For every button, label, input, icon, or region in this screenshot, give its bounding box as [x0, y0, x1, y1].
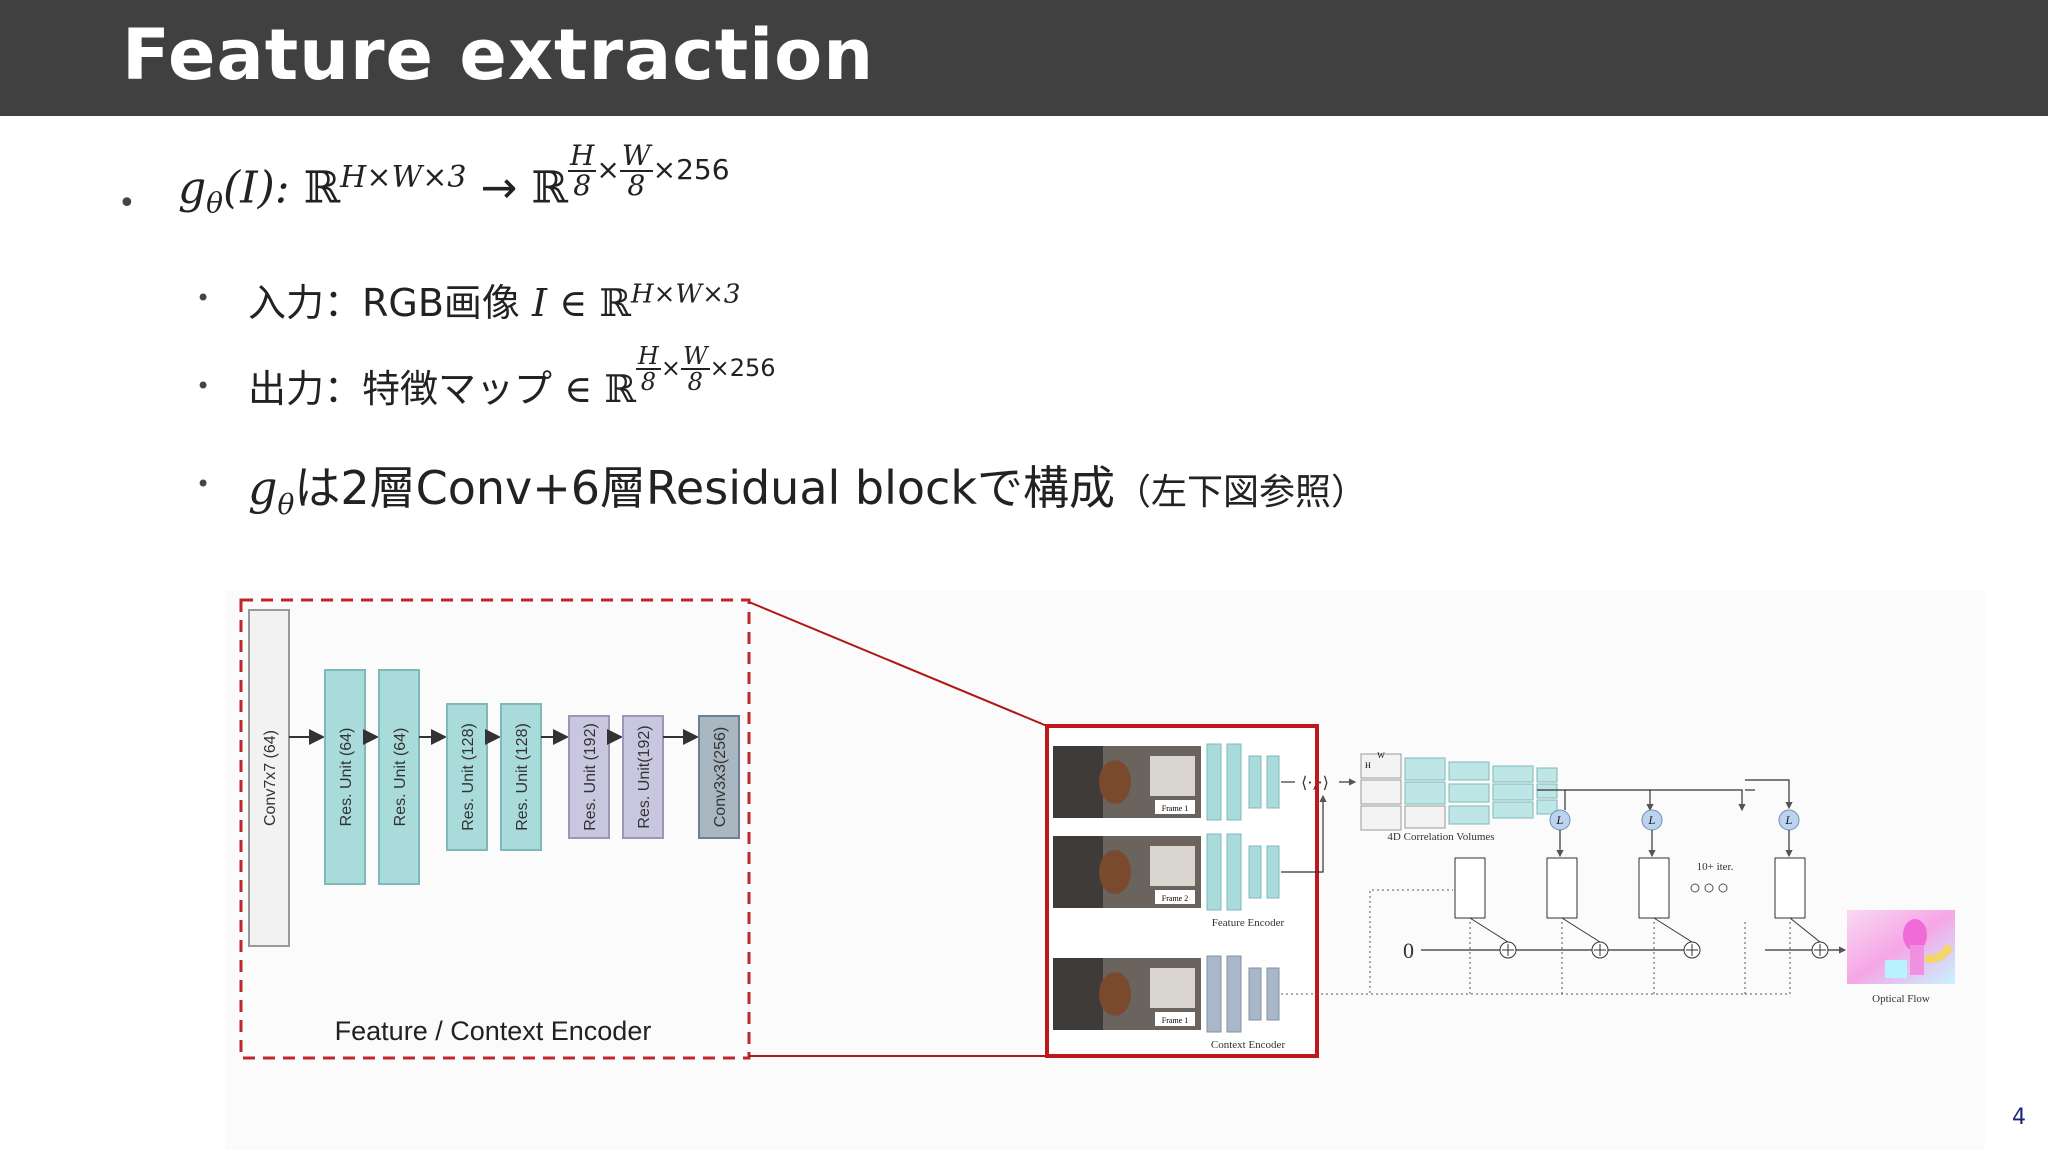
connector [1650, 789, 1746, 812]
encoder-dashed-box [239, 598, 751, 1060]
zero-label: 0 [1403, 938, 1414, 963]
encoder-layer-box [378, 669, 420, 885]
output-elem: ∈ ℝ [564, 367, 636, 411]
raft-figure: Conv7x7 (64) Res. Unit (64) Res. Unit (64)… [225, 590, 1985, 1150]
bullet-input: 入力：RGB画像 I ∈ ℝH×W×3 [248, 272, 740, 327]
connector [1561, 917, 1601, 943]
input-elem: ∈ ℝ [559, 281, 631, 325]
encoder-layer-box [622, 715, 664, 839]
encoder-layer-label: Res. Unit (64) [338, 728, 355, 827]
correlation-label: 4D Correlation Volumes [1387, 831, 1494, 843]
connector [1745, 779, 1793, 810]
iteration-dots [1690, 883, 1728, 893]
output-label: 出力：特徴マップ [248, 367, 553, 411]
input-label: 入力：RGB画像 [248, 281, 520, 325]
context-line [1281, 889, 1453, 995]
frame1b-label: Frame 1 [1162, 1016, 1188, 1025]
fn-symbol: g [178, 162, 207, 214]
bullet-composition: gθは2層Conv+6層Residual blockで構成（左下図参照） [248, 452, 1367, 521]
bullet-dot: • [118, 186, 136, 221]
frame1-label: Frame 1 [1162, 804, 1188, 813]
zoom-line-top [748, 601, 1048, 727]
frame1b-image: Frame 1 [1053, 958, 1201, 1030]
lookup-label: L [1556, 816, 1564, 827]
feature-encoder-bars [1206, 743, 1280, 911]
encoder-layer-box [500, 703, 542, 851]
domain-sup: H×W×3 [340, 160, 467, 195]
comp-text: は2層Conv+6層Residual blockで構成 [294, 461, 1115, 515]
encoder-layer-box [698, 715, 740, 839]
encoder-layer-label: Conv3x3(256) [712, 727, 729, 828]
page-number: 4 [2012, 1105, 2026, 1130]
encoder-layer-box [568, 715, 610, 839]
correlation-volumes: W H [1360, 751, 1558, 831]
domain-symbol: ℝ [303, 162, 341, 214]
bullet-dot: • [196, 470, 211, 498]
optical-flow-label: Optical Flow [1872, 993, 1930, 1005]
lookup-label: L [1648, 816, 1656, 827]
comp-fn-sub: θ [277, 488, 295, 522]
encoder-layers: Conv7x7 (64) Res. Unit (64) Res. Unit (64)… [248, 609, 740, 947]
fn-subscript: θ [206, 186, 224, 220]
encoder-layer-box [324, 669, 366, 885]
connector [1469, 917, 1509, 943]
iter-label: 10+ iter. [1697, 861, 1734, 873]
frame2-image: Frame 2 [1053, 836, 1201, 908]
connector [1281, 794, 1327, 873]
input-sup: H×W×3 [630, 279, 741, 310]
connector [1789, 917, 1821, 943]
codomain-symbol: ℝ [531, 162, 568, 214]
comp-fn: g [248, 461, 278, 515]
h-label: H [1365, 761, 1371, 770]
encoder-layer-box [248, 609, 290, 947]
context-line [1745, 920, 1791, 995]
w-label: W [1377, 751, 1385, 760]
slide-title: Feature extraction [122, 14, 875, 96]
dot-product-symbol: ⟨·,·⟩ [1301, 773, 1329, 792]
input-var: I [532, 281, 548, 325]
comp-note: （左下図参照） [1114, 472, 1367, 513]
lookup-label: L [1785, 816, 1793, 827]
optical-flow-image [1847, 910, 1955, 984]
context-encoder-bars [1206, 955, 1280, 1033]
encoder-layer-label: Res. Unit (192) [582, 723, 599, 831]
title-bar: Feature extraction [0, 0, 2048, 116]
arrow-symbol: → [480, 162, 518, 214]
frame1-image: Frame 1 [1053, 746, 1201, 818]
encoder-layer-label: Res. Unit (128) [514, 723, 531, 831]
encoder-layer-label: Res. Unit (128) [460, 723, 477, 831]
bullet-dot: • [196, 284, 211, 312]
bullet-dot: • [196, 372, 211, 400]
encoder-layer-box [446, 703, 488, 851]
feature-encoder-label: Feature Encoder [1212, 917, 1285, 929]
context-encoder-label: Context Encoder [1211, 1039, 1286, 1051]
update-blocks [1454, 857, 1806, 919]
frame2-label: Frame 2 [1162, 894, 1188, 903]
connector [1653, 917, 1693, 943]
encoder-layer-label: Conv7x7 (64) [262, 730, 279, 826]
encoder-layer-label: Res. Unit (64) [392, 728, 409, 827]
fn-arg: (I): [223, 162, 290, 214]
encoder-caption: Feature / Context Encoder [335, 1016, 652, 1046]
encoder-layer-label: Res. Unit(192) [636, 725, 653, 828]
